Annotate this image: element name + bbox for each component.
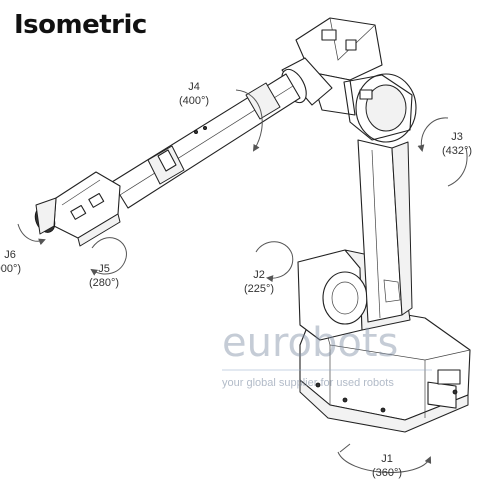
joint-name-j4: J4 [188,81,200,93]
joint-range-j4: (400°) [179,95,209,107]
joint-label-j5: J5 (280°) [89,263,119,289]
watermark-brand: eurobots [222,320,398,366]
joint-name-j1: J1 [381,453,393,465]
j3-arrow-icon [417,117,449,152]
j2-arrow-icon [255,241,294,283]
joint-name-j5: J5 [98,263,110,275]
j1-arrow-tail-icon [339,443,351,453]
joint-name-j3: J3 [451,131,463,143]
joint-range-j2: (225°) [244,283,274,295]
joint-name-j6: J6 [4,249,16,261]
robot-lower-arm [357,139,413,323]
joint-range-j3: (432°) [442,145,472,157]
diagram-title: Isometric [14,10,147,40]
robot-elbow [295,17,417,143]
j1-arrow-icon [337,451,432,473]
joint-label-j4: J4 (400°) [179,81,209,107]
joint-label-j6: J6 (900°) [0,249,21,275]
j3-arrow-tail-icon [447,147,468,187]
joint-label-j3: J3 (432°) [442,131,472,157]
joint-range-j1: (360°) [372,467,402,479]
rotation-arrows [17,89,468,473]
j4-arrow-icon [235,89,263,152]
watermark: eurobots your global supplier for used r… [222,320,432,389]
joint-label-j1: J1 (360°) [372,453,402,479]
j6-arrow-icon [17,223,46,246]
joint-label-j2: J2 (225°) [244,269,274,295]
j5-arrow-icon [90,237,127,276]
robot-wrist [34,171,121,247]
robot-forearm [111,57,333,209]
joint-range-j6: (900°) [0,263,21,275]
joint-name-j2: J2 [253,269,265,281]
watermark-tagline: your global supplier for used robots [222,377,394,389]
joint-range-j5: (280°) [89,277,119,289]
